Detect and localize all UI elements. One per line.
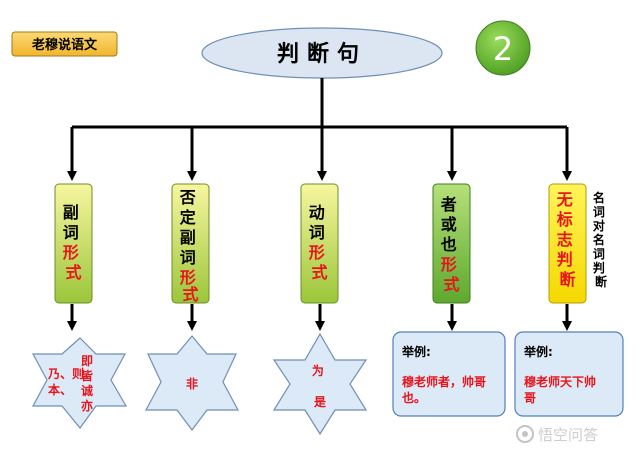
example-2-text: 非: [186, 376, 198, 391]
category-4-char-4: 形: [441, 255, 457, 274]
category-2-char-3: 副: [180, 228, 196, 247]
example-1-star: 乃、则、 本、 即 皆 诚 亦: [31, 337, 128, 429]
author-badge-label: 老穆说语文: [31, 37, 98, 53]
category-5-char-1: 无: [556, 190, 573, 209]
example-1-line-4: 皆: [81, 368, 93, 383]
example-5-body: 穆老师天下帅 哥: [524, 374, 600, 405]
category-1-char-2: 词: [63, 223, 79, 242]
category-2-char-4: 词: [180, 248, 196, 267]
category-5-side-note: 名 词 对 名 词 判 断: [593, 190, 609, 289]
category-5: 无 标 志 判 断: [548, 183, 587, 304]
category-3-char-1: 动: [309, 203, 325, 222]
example-4-line-2: 也。: [402, 390, 426, 405]
category-1-char-1: 副: [63, 203, 79, 222]
watermark: 悟空问答: [516, 425, 598, 444]
example-3-star: 为 是: [272, 332, 368, 436]
author-badge: 老穆说语文: [11, 31, 118, 57]
example-1-line-3: 即: [81, 354, 93, 368]
category-2-label: 否 定 副 词 形 式: [179, 188, 202, 304]
example-5-heading: 举例:: [523, 344, 553, 359]
page-title: 判断句: [277, 41, 367, 67]
watermark-text: 悟空问答: [538, 426, 598, 444]
example-2-star: 非: [144, 335, 240, 431]
category-5-label: 无 标 志 判 断: [556, 190, 579, 289]
category-4: 者 或 也 形 式: [432, 183, 471, 304]
example-4-line-1: 穆老师者，帅哥: [402, 374, 486, 389]
example-3-text: 为 是: [312, 363, 328, 409]
category-1-char-3: 形: [63, 243, 79, 262]
category-4-char-2: 或: [441, 215, 457, 234]
category-1-label: 副 词 形 式: [63, 203, 85, 282]
category-4-label: 者 或 也 形 式: [440, 195, 463, 294]
example-5-callout: 举例: 穆老师天下帅 哥: [514, 331, 624, 417]
example-1-line-5: 诚: [81, 383, 93, 398]
step-number: 2: [493, 30, 513, 68]
category-5-char-2: 标: [556, 210, 573, 229]
category-2: 否 定 副 词 形 式: [171, 183, 210, 304]
category-4-char-3: 也: [441, 235, 457, 254]
connectors: [67, 78, 572, 331]
category-5-char-4: 判: [557, 250, 573, 269]
category-3-label: 动 词 形 式: [309, 203, 331, 282]
category-3: 动 词 形 式: [300, 183, 339, 304]
category-2-char-1: 否: [179, 188, 196, 207]
category-1-char-4: 式: [65, 263, 81, 282]
watermark-logo-icon: [516, 425, 534, 443]
category-3-char-3: 形: [309, 243, 325, 262]
example-4-body: 穆老师者，帅哥 也。: [402, 374, 490, 405]
example-5-line-2: 哥: [524, 391, 536, 405]
example-1-line-1: 乃、则、: [47, 367, 96, 381]
category-3-char-4: 式: [311, 263, 327, 282]
example-1-line-6: 亦: [81, 398, 93, 413]
example-3-line-1: 为: [312, 363, 324, 378]
example-3-line-2: 是: [313, 395, 327, 409]
category-2-char-5: 形: [180, 268, 196, 287]
example-5-line-1: 穆老师天下帅: [524, 374, 596, 389]
category-4-char-5: 式: [443, 275, 459, 294]
example-1-text: 乃、则、 本、 即 皆 诚 亦: [47, 354, 100, 413]
example-4-heading: 举例:: [401, 344, 431, 359]
example-1-line-2: 本、: [48, 382, 72, 397]
example-4-callout: 举例: 穆老师者，帅哥 也。: [392, 331, 506, 417]
watermark-logo-dot-icon: [522, 431, 528, 437]
category-2-char-6: 式: [182, 285, 198, 304]
category-4-char-1: 者: [440, 195, 457, 214]
category-1: 副 词 形 式: [54, 183, 93, 304]
category-5-char-3: 志: [557, 230, 573, 249]
title-node: 判断句: [201, 27, 443, 79]
category-5-char-5: 断: [559, 270, 575, 289]
step-number-badge: 2: [475, 20, 531, 76]
category-2-char-2: 定: [179, 208, 196, 227]
category-3-char-2: 词: [309, 223, 325, 242]
